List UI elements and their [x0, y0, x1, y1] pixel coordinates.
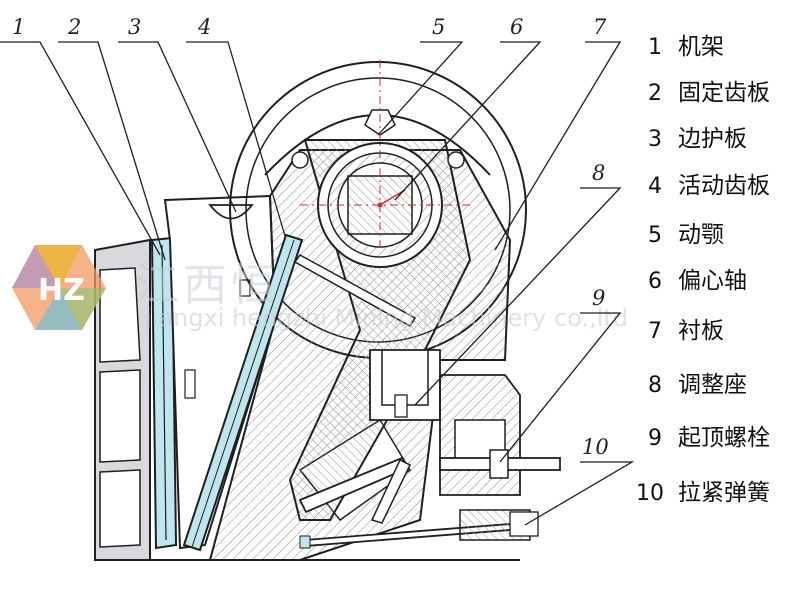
legend-item: 8 调整座 — [648, 372, 747, 398]
legend-item: 6 偏心轴 — [648, 268, 747, 294]
watermark-english: jiangxi hengzhi Mining Machinery co.,ltd — [144, 304, 628, 332]
frame-left-wall — [94, 238, 151, 561]
legend-label: 活动齿板 — [678, 173, 770, 199]
legend-num: 6 — [648, 269, 662, 294]
legend-num: 1 — [648, 35, 662, 60]
legend-num: 5 — [648, 223, 662, 248]
callout-8: 8 — [592, 161, 605, 185]
callout-numbers: 1 2 3 4 5 6 7 8 9 10 — [12, 15, 609, 459]
legend-item: 5 动颚 — [648, 222, 724, 248]
legend-num: 8 — [648, 373, 662, 398]
legend-item: 1 机架 — [648, 34, 724, 60]
legend-num: 9 — [648, 426, 662, 451]
legend-item: 2 固定齿板 — [648, 80, 770, 106]
legend-num: 10 — [636, 481, 664, 506]
legend-label: 拉紧弹簧 — [678, 480, 770, 506]
legend-item: 10 拉紧弹簧 — [636, 480, 770, 506]
liner-plate — [293, 254, 417, 328]
legend-label: 衬板 — [678, 318, 724, 344]
callout-4: 4 — [197, 15, 211, 39]
legend-label: 动颚 — [678, 222, 724, 248]
legend-label: 偏心轴 — [678, 268, 747, 294]
legend: 1 机架 2 固定齿板 3 边护板 4 活动齿板 5 动颚 6 偏心轴 7 衬板… — [636, 34, 770, 506]
legend-label: 边护板 — [678, 126, 747, 152]
watermark-logo: HZ — [12, 245, 106, 330]
watermark-logo-text: HZ — [38, 273, 85, 308]
moving-jaw-plate — [182, 233, 304, 552]
jacking-bolt — [439, 449, 561, 479]
callout-5: 5 — [432, 15, 445, 39]
legend-num: 4 — [648, 174, 662, 199]
legend-num: 3 — [648, 127, 662, 152]
watermark: HZ 江西恒 jiangxi hengzhi Mining Machinery … — [12, 245, 628, 332]
legend-item: 9 起顶螺栓 — [648, 425, 770, 451]
tension-spring — [299, 509, 539, 549]
callout-7: 7 — [593, 15, 607, 39]
callout-3: 3 — [128, 15, 141, 39]
callout-leaders — [0, 41, 635, 526]
side-guard-plate — [163, 194, 277, 550]
legend-item: 3 边护板 — [648, 126, 747, 152]
fixed-jaw-plate — [150, 236, 178, 550]
callout-10: 10 — [582, 435, 609, 459]
legend-label: 起顶螺栓 — [678, 425, 770, 451]
watermark-chinese: 江西恒 — [135, 260, 279, 311]
toggle-plate — [298, 456, 411, 524]
callout-1: 1 — [12, 15, 25, 39]
legend-label: 固定齿板 — [678, 80, 770, 106]
legend-label: 调整座 — [678, 372, 747, 398]
legend-item: 7 衬板 — [648, 318, 724, 344]
callout-6: 6 — [510, 15, 523, 39]
eccentric-shaft-assembly — [291, 60, 470, 268]
callout-9: 9 — [592, 286, 605, 310]
legend-item: 4 活动齿板 — [648, 173, 770, 199]
callout-2: 2 — [67, 15, 81, 39]
legend-label: 机架 — [678, 34, 724, 60]
legend-num: 7 — [648, 319, 662, 344]
legend-num: 2 — [648, 81, 662, 106]
